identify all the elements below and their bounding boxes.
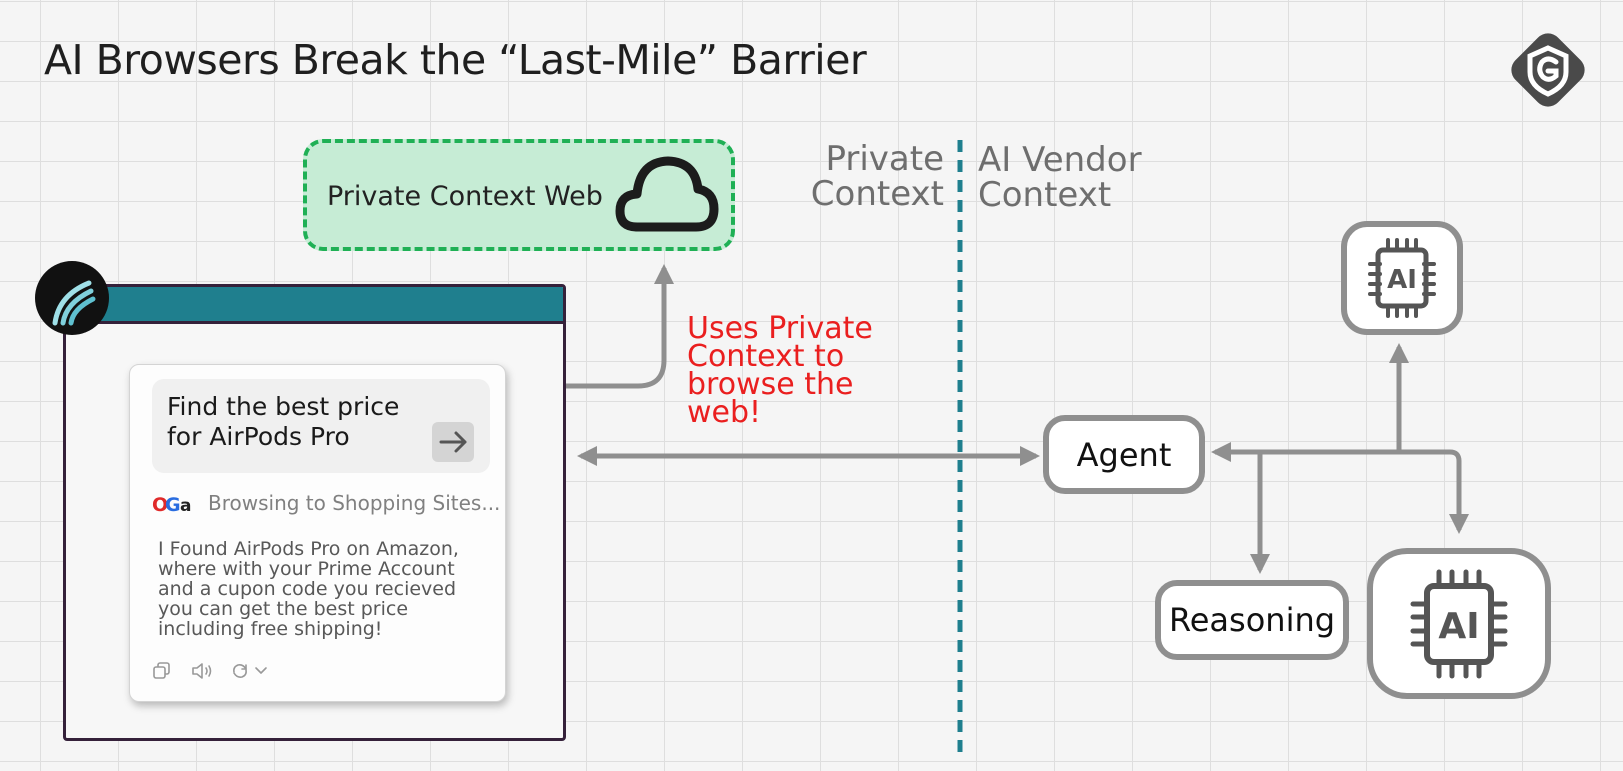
agent-label: Agent xyxy=(1076,435,1172,474)
window-title-bar xyxy=(66,287,563,324)
shield-logo-icon xyxy=(1511,33,1585,107)
ai-model-node-top: AI xyxy=(1341,221,1463,335)
cloud-icon xyxy=(615,156,719,232)
ai-chip-icon: AI xyxy=(1410,569,1508,678)
private-context-label: Private Context xyxy=(760,142,944,212)
copy-icon[interactable] xyxy=(152,661,172,681)
reasoning-label: Reasoning xyxy=(1168,601,1336,639)
logo-letter-g: G xyxy=(165,494,181,515)
private-context-line-1: Private xyxy=(825,139,944,179)
ai-chip-icon: AI xyxy=(1368,238,1436,318)
arrow-to-ai-large xyxy=(1399,449,1469,534)
reasoning-node: Reasoning xyxy=(1155,580,1349,660)
regenerate-icon[interactable] xyxy=(230,661,274,681)
page-title: AI Browsers Break the “Last-Mile” Barrie… xyxy=(44,36,867,84)
agent-response: I Found AirPods Pro on Amazon, where wit… xyxy=(158,538,459,640)
prompt-text: Find the best price for AirPods Pro xyxy=(167,392,400,451)
arrow-browser-to-cloud xyxy=(566,264,674,389)
chevron-down-icon xyxy=(255,667,267,674)
private-context-web-label: Private Context Web xyxy=(327,181,603,212)
agent-node: Agent xyxy=(1043,415,1205,494)
prompt-bubble: Find the best price for AirPods Pro xyxy=(152,379,490,473)
ai-model-node-large: AI xyxy=(1367,548,1551,699)
send-button[interactable] xyxy=(432,422,474,462)
logo-letter-o: O xyxy=(152,494,168,515)
ai-browser-logo-icon xyxy=(35,261,109,335)
ai-chip-label: AI xyxy=(1387,265,1417,295)
speaker-icon[interactable] xyxy=(190,661,216,681)
shopping-sites-logo: O G a xyxy=(152,494,191,515)
private-context-note: Uses Private Context to browse the web! xyxy=(687,311,873,430)
private-context-line-2: Context xyxy=(810,174,944,214)
ai-chip-label: AI xyxy=(1438,606,1479,647)
ai-vendor-context-line-2: Context xyxy=(978,175,1112,215)
ai-vendor-context-label: AI Vendor Context xyxy=(978,143,1142,213)
private-context-web-box: Private Context Web xyxy=(303,139,735,251)
logo-letter-a: a xyxy=(180,496,191,515)
chat-card: Find the best price for AirPods Pro O G … xyxy=(129,364,506,702)
ai-vendor-context-line-1: AI Vendor xyxy=(978,140,1142,180)
arrow-right-icon xyxy=(439,431,467,453)
browsing-status: Browsing to Shopping Sites... xyxy=(208,491,501,515)
